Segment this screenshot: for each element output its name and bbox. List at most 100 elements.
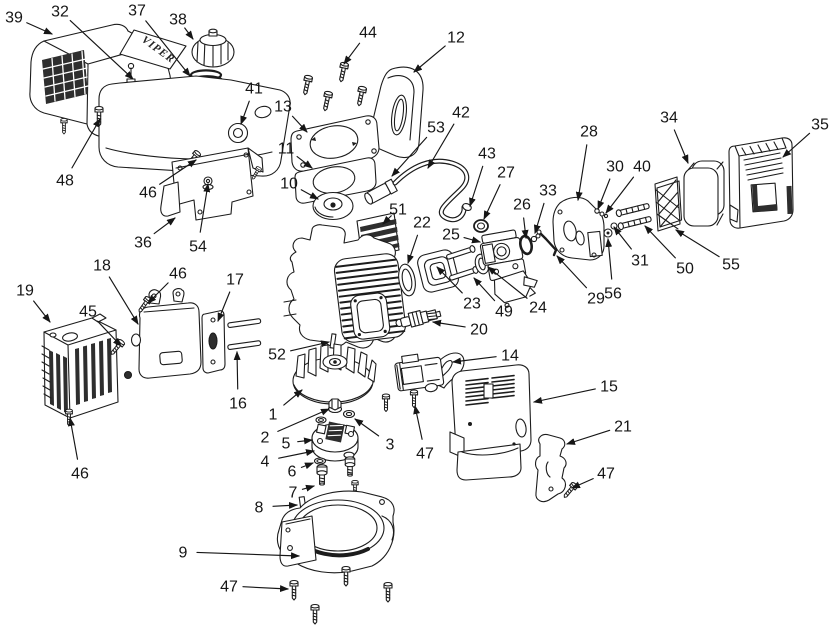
part-number-41: 41 <box>245 81 263 98</box>
blower-housing <box>276 490 395 574</box>
callout-46: 46 <box>139 159 197 202</box>
callout-46: 46 <box>67 417 89 483</box>
part-number-46: 46 <box>71 466 89 483</box>
part-number-18: 18 <box>93 258 111 275</box>
leader-line-44 <box>343 42 361 65</box>
part-number-56: 56 <box>604 286 622 303</box>
part-number-6: 6 <box>288 464 297 481</box>
part-number-46: 46 <box>139 185 157 202</box>
leader-line-33 <box>533 202 545 234</box>
callout-13: 13 <box>274 99 308 133</box>
part-number-52: 52 <box>268 347 286 364</box>
callout-48: 48 <box>56 118 101 190</box>
airbox-backplate <box>552 196 605 261</box>
part-number-30: 30 <box>606 159 624 176</box>
part-number-15: 15 <box>600 379 618 396</box>
callout-16: 16 <box>229 351 247 413</box>
part-number-40: 40 <box>633 159 651 176</box>
leader-line-46 <box>159 159 197 185</box>
leader-line-38 <box>184 27 194 40</box>
part-number-42: 42 <box>452 105 470 122</box>
part-number-25: 25 <box>442 227 460 244</box>
part-number-12: 12 <box>447 30 465 47</box>
callout-7: 7 <box>289 485 315 502</box>
leader-line-16 <box>233 351 241 390</box>
callout-41: 41 <box>240 81 263 125</box>
callout-28: 28 <box>575 124 598 201</box>
part-number-47: 47 <box>416 446 434 463</box>
part-number-5: 5 <box>282 436 291 453</box>
callout-50: 50 <box>644 225 694 278</box>
leader-line-2 <box>277 408 330 432</box>
leader-line-4 <box>278 449 315 459</box>
leader-line-10 <box>300 189 319 200</box>
leader-line-17 <box>217 291 231 322</box>
part-number-17: 17 <box>226 272 244 289</box>
part-number-49: 49 <box>495 304 513 321</box>
leader-line-42 <box>427 123 455 169</box>
fuel-line-assembly <box>364 158 472 223</box>
part-number-3: 3 <box>386 437 395 454</box>
leader-line-23 <box>436 266 463 294</box>
part-number-16: 16 <box>229 396 247 413</box>
callout-30: 30 <box>597 159 624 210</box>
callout-20: 20 <box>432 319 488 339</box>
callout-37: 37 <box>128 3 191 77</box>
callout-2: 2 <box>261 408 330 447</box>
starter-pulley <box>312 191 354 221</box>
part-number-34: 34 <box>660 110 678 127</box>
leader-line-9 <box>196 551 300 560</box>
leader-line-47 <box>413 405 423 440</box>
leader-line-39 <box>26 22 53 35</box>
callout-46: 46 <box>147 266 187 304</box>
leader-line-8 <box>272 501 298 509</box>
leader-line-31 <box>613 226 632 250</box>
part-number-51: 51 <box>389 202 407 219</box>
callout-38: 38 <box>169 12 194 40</box>
callout-42: 42 <box>427 105 470 169</box>
flywheel <box>292 343 377 405</box>
leader-line-48 <box>71 118 101 169</box>
callout-15: 15 <box>533 379 618 404</box>
leader-line-50 <box>644 225 676 259</box>
ring-6 <box>313 457 327 465</box>
callout-17: 17 <box>217 272 244 322</box>
callout-55: 55 <box>675 229 740 274</box>
heat-shield <box>535 434 567 503</box>
callout-6: 6 <box>288 462 314 481</box>
screws-47-module <box>381 389 419 412</box>
callout-8: 8 <box>255 500 298 517</box>
starter-cup <box>311 421 359 462</box>
callout-52: 52 <box>268 340 330 364</box>
exhaust-gasket <box>398 263 416 297</box>
callout-49: 49 <box>473 277 513 321</box>
part-number-47: 47 <box>597 466 615 483</box>
callout-47: 47 <box>220 579 289 596</box>
leader-line-27 <box>483 184 501 220</box>
part-number-27: 27 <box>497 165 515 182</box>
callout-36: 36 <box>134 217 176 252</box>
part-number-13: 13 <box>274 99 292 116</box>
part-number-24: 24 <box>529 300 547 317</box>
leader-line-3 <box>354 418 380 437</box>
washer-3 <box>342 409 356 419</box>
washer-56 <box>603 228 613 238</box>
callout-45: 45 <box>79 304 122 347</box>
callout-19: 19 <box>16 283 51 323</box>
part-number-46: 46 <box>169 266 187 283</box>
callout-12: 12 <box>413 30 465 73</box>
part-number-31: 31 <box>631 253 649 270</box>
part-number-23: 23 <box>463 296 481 313</box>
part-number-35: 35 <box>811 117 829 134</box>
part-number-10: 10 <box>280 176 298 193</box>
engine-short-block <box>283 224 407 349</box>
leader-line-25 <box>463 236 481 244</box>
part-number-2: 2 <box>261 430 270 447</box>
part-number-54: 54 <box>189 239 207 256</box>
callout-51: 51 <box>382 202 407 225</box>
leader-line-11 <box>296 155 313 169</box>
part-number-26: 26 <box>513 197 531 214</box>
leader-line-54 <box>199 183 211 233</box>
leader-line-12 <box>413 45 446 73</box>
